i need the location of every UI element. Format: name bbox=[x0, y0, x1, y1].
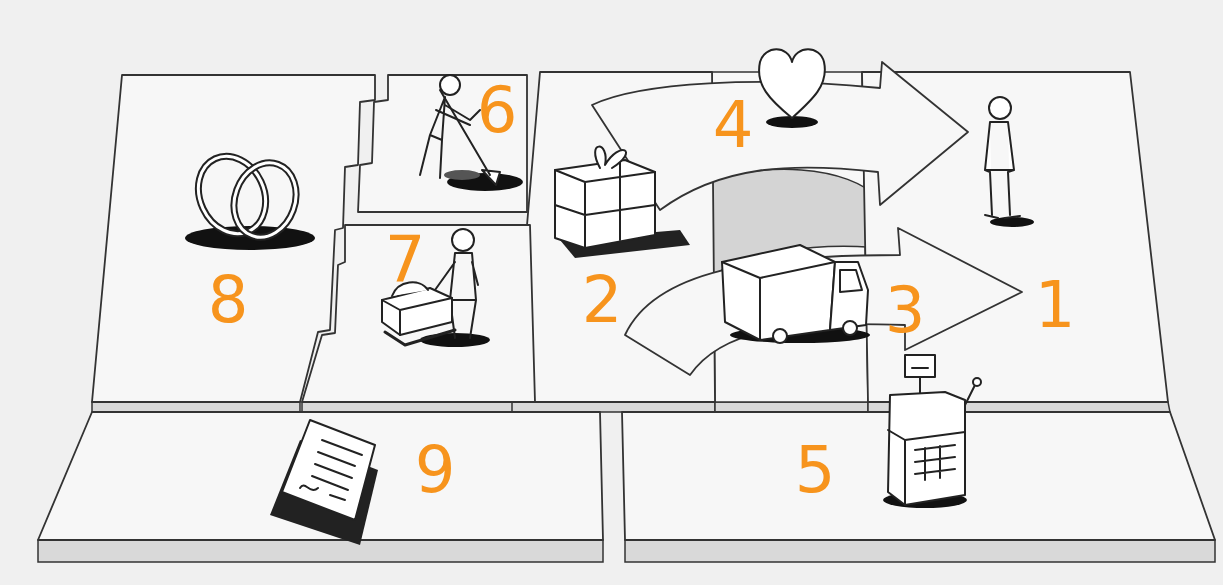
callout-number: 2 bbox=[582, 268, 623, 332]
cash-register bbox=[965, 385, 975, 405]
cash-register bbox=[888, 392, 965, 505]
gift-box bbox=[555, 147, 690, 258]
customer-figure bbox=[989, 97, 1011, 119]
block-outline bbox=[38, 412, 603, 540]
contract-document bbox=[300, 440, 362, 500]
linked-rings bbox=[185, 145, 315, 250]
heart-icon bbox=[759, 49, 825, 128]
heart-icon bbox=[766, 116, 818, 128]
block-outline bbox=[622, 412, 1215, 540]
delivery-truck bbox=[722, 245, 870, 343]
delivery-truck bbox=[722, 262, 835, 340]
digging-figure bbox=[440, 90, 500, 185]
worker-with-machine bbox=[420, 333, 490, 347]
callout-number: 4 bbox=[713, 93, 754, 157]
contract-document bbox=[270, 420, 378, 545]
contract-document bbox=[282, 420, 375, 520]
callout-number: 3 bbox=[885, 278, 926, 342]
heart-icon bbox=[759, 49, 825, 118]
cash-register bbox=[905, 355, 935, 377]
block-shape bbox=[38, 412, 603, 540]
block-shape bbox=[622, 412, 1215, 540]
delivery-truck bbox=[830, 262, 868, 330]
cash-register bbox=[973, 378, 981, 386]
upper-arrow: 4 bbox=[590, 60, 970, 212]
block-shape bbox=[358, 75, 527, 212]
worker-with-machine bbox=[385, 330, 455, 345]
callout-number: 8 bbox=[208, 268, 249, 332]
linked-rings bbox=[186, 145, 278, 245]
delivery-truck bbox=[730, 327, 870, 343]
contract-document bbox=[270, 440, 378, 545]
digging-figure bbox=[447, 173, 523, 191]
worker-with-machine bbox=[382, 288, 452, 335]
block-outline bbox=[92, 75, 375, 402]
partner-block: 8 bbox=[92, 75, 375, 402]
lower-arrow: 3 bbox=[620, 225, 1025, 377]
linked-rings bbox=[224, 154, 306, 246]
callout-number: 1 bbox=[1035, 273, 1076, 337]
delivery-truck bbox=[722, 245, 835, 340]
customer-figure bbox=[985, 215, 1020, 218]
callout-number: 6 bbox=[477, 78, 518, 142]
income-block: 5 bbox=[622, 412, 1215, 540]
block-outline bbox=[620, 225, 1025, 377]
slab-front bbox=[715, 402, 868, 412]
linked-rings bbox=[185, 226, 315, 250]
slab-front bbox=[625, 540, 1215, 562]
block-shape bbox=[592, 62, 968, 210]
cash-register bbox=[888, 430, 965, 505]
block-shape bbox=[625, 228, 1022, 375]
worker-with-machine bbox=[452, 229, 474, 251]
cash-register bbox=[912, 368, 928, 395]
digging-figure bbox=[420, 97, 480, 178]
customer-figure bbox=[990, 217, 1034, 227]
activity-block: 6 bbox=[358, 75, 527, 212]
gift-box bbox=[595, 147, 626, 168]
cash-register bbox=[883, 492, 967, 508]
block-shape bbox=[92, 75, 375, 402]
gift-box bbox=[555, 162, 655, 248]
worker-with-machine bbox=[382, 229, 490, 347]
slab-front bbox=[302, 402, 535, 412]
worker-with-machine bbox=[382, 282, 452, 335]
cost-block: 9 bbox=[38, 412, 603, 540]
linked-rings bbox=[224, 154, 306, 246]
worker-with-machine bbox=[435, 253, 478, 338]
block-shape bbox=[302, 225, 535, 402]
slab-front bbox=[38, 402, 1215, 562]
block-outline bbox=[590, 60, 970, 212]
customer-figure bbox=[985, 97, 1034, 227]
slab-front bbox=[868, 402, 1170, 412]
digging-figure bbox=[440, 75, 460, 95]
delivery-truck bbox=[843, 321, 857, 335]
digging-figure bbox=[420, 75, 523, 191]
delivery-truck bbox=[773, 329, 787, 343]
customer-figure bbox=[985, 122, 1014, 215]
delivery-truck bbox=[840, 270, 862, 292]
gift-box bbox=[555, 160, 655, 248]
slab-front bbox=[92, 402, 300, 412]
slab-front bbox=[512, 402, 715, 412]
callout-number: 7 bbox=[385, 228, 426, 292]
digging-figure bbox=[444, 170, 480, 180]
cash-register bbox=[883, 355, 981, 508]
resource-block: 7 bbox=[302, 225, 535, 402]
slab-front bbox=[38, 540, 603, 562]
callout-number: 9 bbox=[415, 438, 456, 502]
callout-number: 5 bbox=[795, 438, 836, 502]
gift-box bbox=[560, 230, 690, 258]
linked-rings bbox=[186, 145, 278, 245]
